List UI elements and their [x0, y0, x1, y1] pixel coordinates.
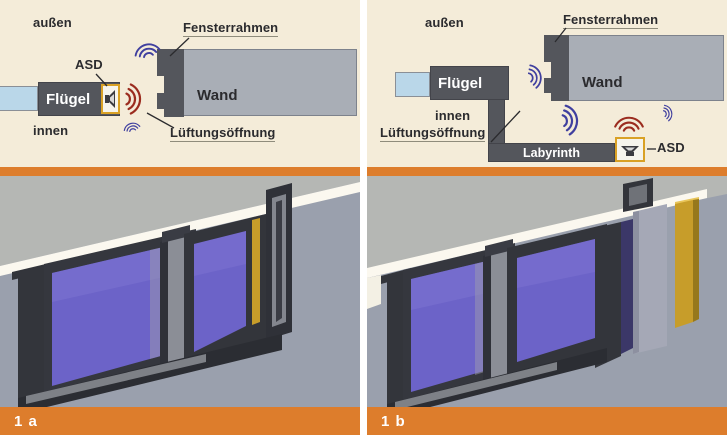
glass-pane-block — [0, 86, 38, 111]
window-render-b — [367, 176, 727, 407]
wall-block — [567, 35, 724, 101]
sound-waves-blue-small — [662, 104, 673, 122]
caption-bar-a: 1 a — [0, 407, 360, 435]
outside-label: außen — [425, 15, 464, 30]
panel-b: außen Fensterrahmen Wand Flügel Labyrint… — [367, 0, 727, 435]
frame-label: Fensterrahmen — [183, 20, 279, 37]
sash-block: Flügel — [430, 66, 509, 100]
caption-label: 1 b — [381, 412, 406, 430]
vent-label: Lüftungsöffnung — [170, 125, 276, 142]
labyrinth-label: Labyrinth — [523, 145, 580, 160]
orange-divider — [0, 167, 360, 176]
frame-label: Fensterrahmen — [563, 12, 659, 29]
sound-waves-blue — [527, 64, 542, 89]
asd-device — [101, 84, 120, 114]
glass-pane-block — [395, 72, 430, 97]
speaker-icon — [621, 145, 639, 156]
frame-notch — [544, 62, 551, 78]
labyrinth-block: Labyrinth — [488, 143, 615, 162]
frame-step — [157, 109, 164, 117]
orange-divider — [367, 167, 727, 176]
outside-label: außen — [33, 15, 72, 30]
schematic-a: außen Fensterrahmen Wand ASD Flügel inne… — [0, 0, 360, 167]
sound-waves-red — [125, 83, 142, 115]
asd-label: ASD — [657, 140, 685, 155]
vent-duct-block — [488, 99, 505, 146]
photo-3d-render-b — [367, 176, 727, 407]
frame-step — [544, 93, 551, 101]
schematic-b: außen Fensterrahmen Wand Flügel Labyrint… — [367, 0, 727, 167]
caption-label: 1 a — [14, 412, 38, 430]
wall-label: Wand — [582, 74, 623, 91]
sash-label: Flügel — [438, 74, 483, 92]
sound-waves-blue-large — [561, 104, 579, 136]
frame-notch — [157, 76, 164, 93]
window-render-a — [0, 176, 360, 407]
sound-waves-blue-small — [123, 122, 141, 133]
sound-waves-red — [614, 116, 644, 132]
caption-bar-b: 1 b — [367, 407, 727, 435]
asd-label: ASD — [75, 57, 103, 72]
speaker-icon — [105, 90, 115, 108]
wall-block — [182, 49, 357, 116]
photo-3d-render-a — [0, 176, 360, 407]
asd-device — [615, 137, 645, 162]
vent-label: Lüftungsöffnung — [380, 125, 486, 142]
inside-label: innen — [435, 108, 471, 123]
inside-label: innen — [33, 123, 69, 138]
wall-label: Wand — [197, 87, 238, 104]
panel-a: außen Fensterrahmen Wand ASD Flügel inne… — [0, 0, 360, 435]
sash-label: Flügel — [46, 90, 91, 108]
